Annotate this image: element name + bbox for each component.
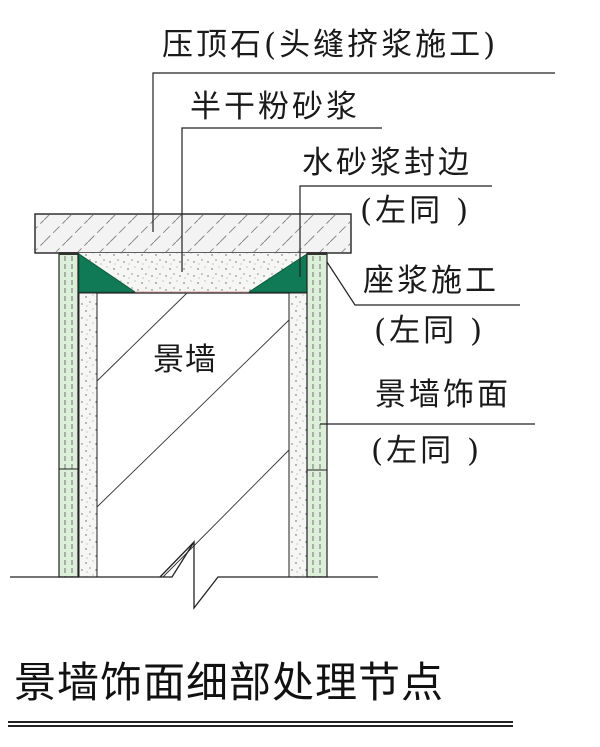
left-wall-finish xyxy=(58,252,79,578)
wall-finish-note: (左同 ) xyxy=(371,433,483,469)
right-plaster-layer xyxy=(288,292,308,578)
capstone xyxy=(34,213,352,254)
right-wall-finish xyxy=(306,252,328,578)
leader-lines xyxy=(152,72,555,425)
bedding-mortar-label: 座浆施工 xyxy=(363,263,499,299)
bedding-mortar-note: (左同 ) xyxy=(374,313,486,349)
left-plaster-layer xyxy=(78,292,98,578)
title-underline-top xyxy=(8,721,513,723)
semi-dry-mortar-label: 半干粉砂浆 xyxy=(190,89,360,125)
capstone-label: 压顶石(头缝挤浆施工) xyxy=(162,27,499,63)
left-edge-seal xyxy=(78,253,137,293)
ground-break-line xyxy=(10,539,378,610)
title-underline-bottom xyxy=(8,725,513,727)
wall-core-label: 景墙 xyxy=(153,342,217,378)
wall-finish-label: 景墙饰面 xyxy=(375,377,511,413)
wall-core-hatch xyxy=(96,292,290,578)
water-mortar-edge-note: (左同 ) xyxy=(360,193,472,229)
drawing-title: 景墙饰面细部处理节点 xyxy=(14,658,445,707)
water-mortar-edge-label: 水砂浆封边 xyxy=(302,145,472,181)
